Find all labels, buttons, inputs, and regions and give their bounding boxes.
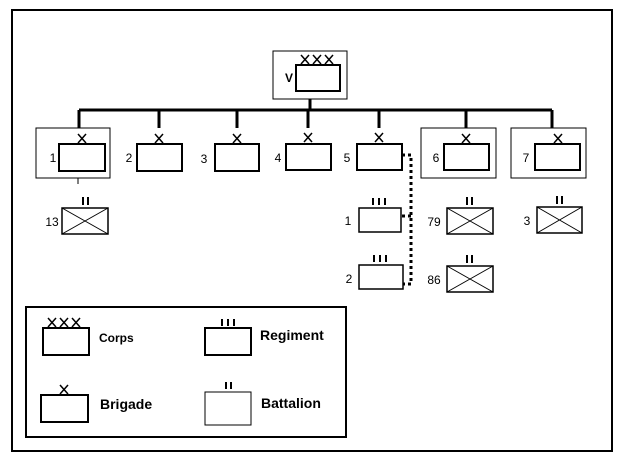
brigade-echelon-x (77, 133, 87, 144)
brigade-id: 6 (433, 151, 440, 165)
brigade-echelon-x (374, 132, 384, 143)
unit-symbol (358, 264, 404, 290)
legend-item-battalion: Battalion (204, 382, 321, 426)
brigade-symbol (443, 143, 490, 171)
legend-item-corps: Corps (42, 317, 134, 356)
unit-id: 13 (45, 215, 59, 229)
echelon-ii (556, 196, 563, 204)
brigade-symbol (214, 143, 260, 172)
brigade-5-attachments (402, 153, 413, 286)
battalion-79: 79 (427, 197, 494, 235)
echelon-iii (372, 198, 386, 205)
battalion-13: 13 (45, 178, 109, 235)
corps-symbol (295, 64, 341, 92)
brigade-echelon-x (461, 133, 471, 144)
brigade-echelon-x (232, 133, 242, 144)
legend-symbol (40, 394, 89, 423)
corps-echelon-xxx (300, 54, 334, 65)
unit-symbol (358, 207, 402, 233)
brigade-id: 3 (201, 152, 208, 166)
brigade-id: 1 (50, 151, 57, 165)
infantry-cross (446, 207, 494, 235)
battalion-3: 3 (524, 196, 583, 234)
brigade-4: 4 (275, 132, 332, 171)
legend-label: Battalion (261, 395, 321, 411)
brigade-echelon-x (303, 132, 313, 143)
echelon-x (59, 384, 69, 395)
echelon-ii (466, 197, 473, 205)
regiment-2: 2 (346, 255, 404, 290)
echelon-ii (466, 255, 473, 263)
legend-symbol (204, 391, 252, 426)
brigade-echelon-x (553, 133, 563, 144)
brigade-symbol (534, 143, 581, 171)
hierarchy-lines (77, 99, 554, 128)
brigade-id: 7 (523, 151, 530, 165)
brigade-3: 3 (201, 133, 260, 172)
echelon-xxx (47, 317, 81, 328)
echelon-iii (373, 255, 387, 262)
legend-symbol (204, 327, 252, 356)
unit-id: 3 (524, 214, 531, 228)
unit-id: 79 (427, 215, 441, 229)
brigade-frame (420, 127, 497, 179)
brigade-5: 5 (344, 132, 403, 171)
legend-item-regiment: Regiment (204, 319, 324, 356)
brigade-frame (35, 127, 111, 179)
legend-symbol (42, 327, 90, 356)
brigade-symbol (356, 143, 403, 171)
echelon-iii (221, 319, 235, 326)
brigade-6: 6 (420, 127, 497, 179)
brigade-id: 2 (126, 151, 133, 165)
corps-hq: V (272, 50, 348, 100)
regiment-1: 1 (345, 198, 402, 233)
legend-label: Brigade (100, 396, 152, 412)
brigade-echelon-x (154, 133, 164, 144)
unit-id: 2 (346, 272, 353, 286)
brigade-id: 5 (344, 151, 351, 165)
brigade-7: 7 (510, 127, 587, 179)
brigade-id: 4 (275, 151, 282, 165)
corps-id: V (285, 71, 293, 85)
infantry-cross (536, 206, 583, 234)
legend-item-brigade: Brigade (40, 384, 152, 423)
infantry-cross (61, 207, 109, 235)
unit-id: 86 (427, 273, 441, 287)
legend-label: Corps (99, 331, 134, 345)
brigade-symbol (58, 143, 106, 172)
legend: Corps Regiment Brigade Battalion (25, 306, 347, 438)
brigade-2: 2 (126, 133, 183, 172)
legend-label: Regiment (260, 327, 324, 343)
brigade-symbol (285, 143, 332, 171)
dotted-link (402, 153, 413, 286)
infantry-cross (446, 265, 494, 293)
unit-id: 1 (345, 214, 352, 228)
echelon-ii (225, 382, 232, 389)
brigade-frame (510, 127, 587, 179)
echelon-ii (82, 197, 89, 205)
battalion-86: 86 (427, 255, 494, 293)
brigade-1: 1 (35, 127, 111, 179)
legend-frame (25, 306, 347, 438)
brigade-symbol (136, 143, 183, 172)
diagram-frame (11, 9, 613, 452)
